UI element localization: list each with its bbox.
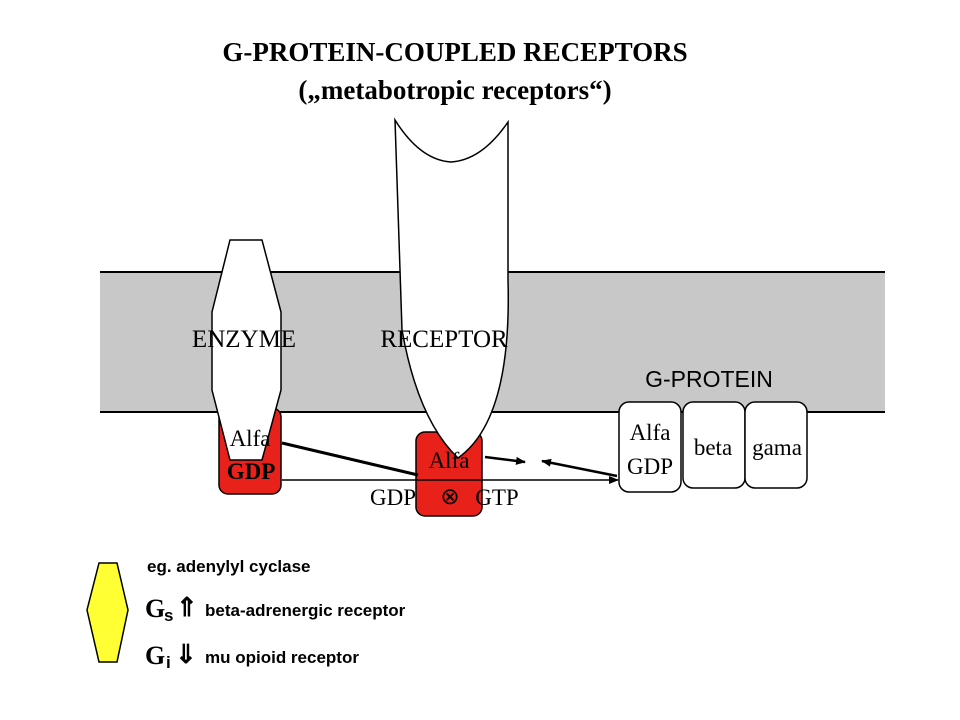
gprotein-beta-label: beta [694,435,732,460]
legend-gs-letter: G [145,594,165,623]
gprotein-gdp-label: GDP [627,454,673,479]
enzyme-hexagon [211,239,282,461]
receptor-alpha-label: Alfa [429,448,470,473]
enzyme-alpha-label: Alfa [230,426,271,451]
legend-gs-text: beta-adrenergic receptor [205,601,406,620]
legend-gi-letter: G [145,641,165,670]
legend-gi-text: mu opioid receptor [205,648,359,667]
gprotein-return-arrow [541,458,618,478]
gprotein-label: G-PROTEIN [645,366,773,392]
diagram-title-line1: G-PROTEIN-COUPLED RECEPTORS [222,37,687,67]
enzyme-gdp-label: GDP [227,459,276,484]
legend-enzyme-hexagon [86,562,129,663]
receptor-label: RECEPTOR [380,326,508,353]
diagram-title-line2: („metabotropic receptors“) [298,75,611,105]
legend-gi-subscript: i [166,653,171,672]
arrow-up-icon: ⇑ [176,593,198,622]
arrow-down-icon: ⇓ [175,640,197,669]
receptor-gdp-label: GDP [370,485,416,510]
receptor-shape [394,117,510,459]
gprotein-gama-label: gama [752,435,802,460]
receptor-gtp-label: GTP [475,485,518,510]
gdp-gtp-exchange-icon: ⊗ [440,484,459,509]
enzyme-to-receptor-line [281,441,419,477]
legend-example-text: eg. adenylyl cyclase [147,557,311,576]
gprotein-alpha-subunit [618,401,682,493]
receptor-activation-arrow [484,455,526,465]
gprotein-gamma-subunit [744,401,808,489]
enzyme-label: ENZYME [192,326,296,353]
legend-gs-subscript: s [164,606,173,625]
gprotein-alfa-label: Alfa [630,420,671,445]
